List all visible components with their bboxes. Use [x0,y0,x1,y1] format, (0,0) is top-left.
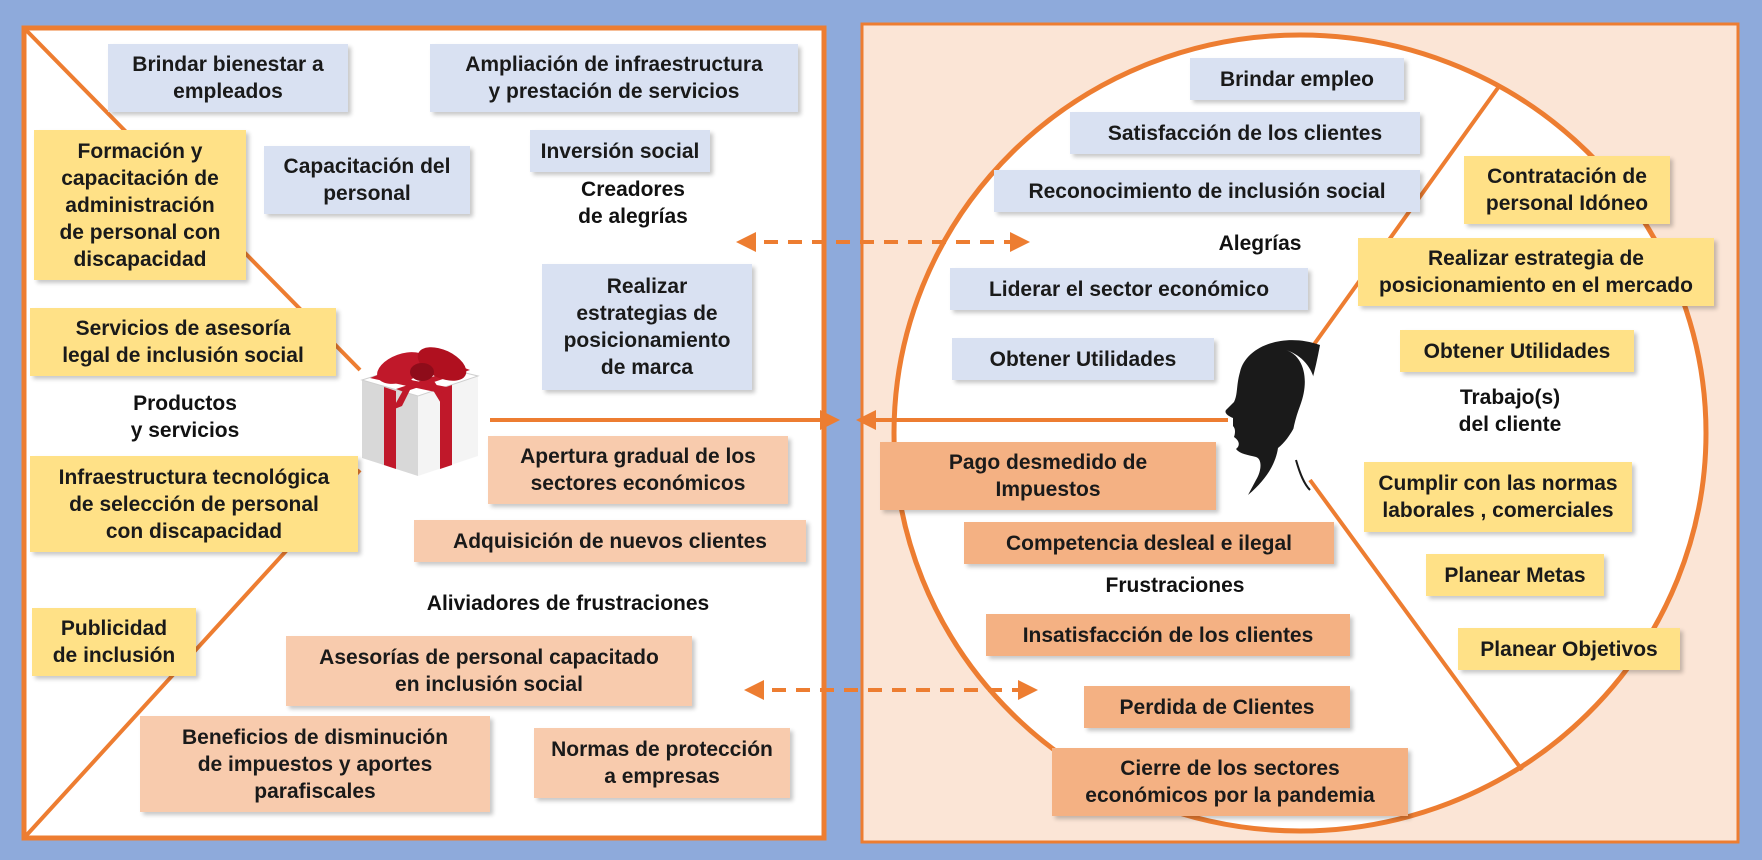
circle-divider-top [1308,83,1502,352]
right-salmon-box-5: Cierre de los sectores económicos por la… [1052,748,1408,816]
left-blue-box-1: Brindar bienestar a empleados [108,44,348,112]
label-alegrias: Alegrías [1218,232,1302,255]
label-productos-y-servicios: Productos y servicios [130,392,240,442]
right-yellow-box-4: Cumplir con las normas laborales , comer… [1364,462,1632,532]
right-blue-box-3: Reconocimiento de inclusión social [994,170,1420,212]
left-blue-box-4: Capacitación del personal [264,146,470,214]
right-blue-box-2: Satisfacción de los clientes [1070,112,1420,154]
right-blue-box-5: Obtener Utilidades [952,338,1214,380]
left-blue-box-2: Ampliación de infraestructura y prestaci… [430,44,798,112]
right-yellow-box-3: Obtener Utilidades [1400,330,1634,372]
left-peach-box-5: Normas de protección a empresas [534,728,790,798]
right-yellow-box-6: Planear Objetivos [1458,628,1680,670]
right-yellow-box-2: Realizar estrategia de posicionamiento e… [1358,238,1714,306]
left-yellow-box-2: Servicios de asesoría legal de inclusión… [30,308,336,376]
circle-divider-bottom [1308,478,1524,772]
left-yellow-box-1: Formación y capacitación de administraci… [34,130,246,280]
right-salmon-box-2: Competencia desleal e ilegal [964,522,1334,564]
right-blue-box-4: Liderar el sector económico [950,268,1308,310]
left-peach-box-3: Asesorías de personal capacitado en incl… [286,636,692,706]
left-peach-box-4: Beneficios de disminución de impuestos y… [140,716,490,812]
label-creadores-de-alegrias: Creadores de alegrías [578,178,688,228]
right-blue-box-1: Brindar empleo [1190,58,1404,100]
left-blue-box-3: Inversión social [530,130,710,172]
label-aliviadores-de-frustraciones: Aliviadores de frustraciones [426,592,710,615]
label-trabajos-del-cliente: Trabajo(s) del cliente [1458,386,1562,436]
label-frustraciones: Frustraciones [1105,574,1245,597]
right-salmon-box-3: Insatisfacción de los clientes [986,614,1350,656]
left-peach-box-2: Adquisición de nuevos clientes [414,520,806,562]
left-peach-box-1: Apertura gradual de los sectores económi… [488,436,788,504]
gift-box-icon [360,347,480,476]
left-yellow-box-3: Infraestructura tecnológica de selección… [30,456,358,552]
right-yellow-box-5: Planear Metas [1426,554,1604,596]
right-salmon-box-1: Pago desmedido de Impuestos [880,442,1216,510]
left-yellow-box-4: Publicidad de inclusión [32,608,196,676]
right-yellow-box-1: Contratación de personal Idóneo [1464,156,1670,224]
left-blue-box-5: Realizar estrategias de posicionamiento … [542,264,752,390]
face-profile-icon [1225,340,1320,495]
right-salmon-box-4: Perdida de Clientes [1084,686,1350,728]
